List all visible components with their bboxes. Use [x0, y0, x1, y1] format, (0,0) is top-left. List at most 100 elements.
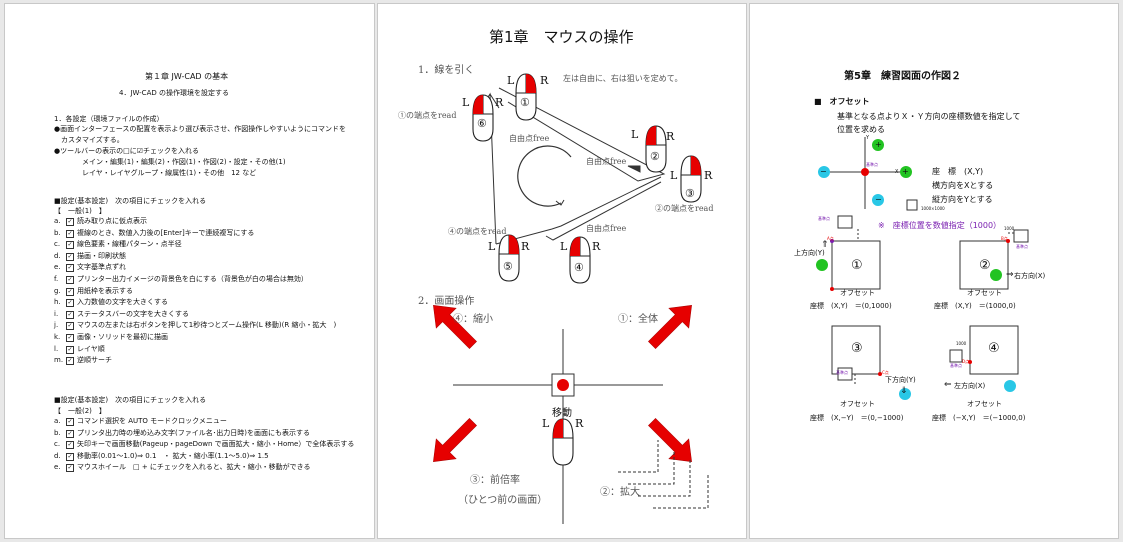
list-item-key: j.	[54, 321, 59, 330]
checkbox[interactable]: ✓	[66, 276, 74, 284]
left-direction-label: 左方向(X)	[954, 382, 986, 390]
op-prev-sub-label: （ひとつ前の画面）	[458, 495, 548, 506]
page-1: 第１章 JW-CAD の基本 4．JW-CAD の操作環境を設定する 1．各設定…	[4, 3, 375, 539]
checkbox[interactable]: ✓	[66, 418, 74, 426]
offset-diagram	[816, 137, 1029, 400]
list-item-text: 移動率(0.01～1.0)⇒ 0.1 ・ 拡大・縮小率(1.1～5.0)⇒ 1.…	[77, 451, 269, 460]
list-item-text: 画像・ソリッドを最初に描画	[77, 333, 168, 341]
mouse-4-icon	[570, 237, 590, 283]
base-label-q4: 基準点	[950, 363, 962, 368]
down-direction-label: 下方向(Y)	[885, 376, 916, 384]
checkbox[interactable]: ✓	[66, 229, 74, 238]
checkbox[interactable]: ✓	[66, 299, 74, 308]
checkbox[interactable]: ✓	[66, 310, 74, 319]
list-item-text: 読み取り点に仮点表示	[77, 217, 147, 225]
q2-dimension: 1000	[1004, 226, 1015, 231]
checkbox[interactable]: ✓	[66, 241, 74, 250]
list-item-key: b.	[54, 428, 61, 437]
label-read-1: ①の端点をread	[398, 111, 457, 120]
section1-line: レイヤ・レイヤグループ・線属性(1)・その他 12 など	[54, 169, 257, 177]
list-item-text: 逆順サーチ	[77, 356, 112, 365]
label-l: L	[488, 240, 496, 253]
label-read-4: ④の端点をread	[448, 227, 507, 236]
list-item-text: 矢印キーで画面移動(Pageup・pageDown で画面拡大・縮小・Home）…	[77, 440, 355, 449]
checkbox[interactable]: ✓	[66, 464, 74, 473]
desc-line-2: 位置を求める	[837, 125, 885, 134]
list-item-text: マウスホイール □ + にチェックを入れると、拡大・縮小・移動ができる	[77, 463, 311, 472]
list-item-text: ステータスバーの文字を大きくする	[77, 309, 189, 318]
list-item-key: g.	[54, 286, 61, 295]
mouse-3-number: ③	[685, 187, 695, 200]
list-item-key: d.	[54, 251, 61, 260]
offset-heading: ■ オフセット	[814, 97, 870, 106]
checkbox[interactable]: ✓	[66, 334, 74, 342]
mouse-5-number: ⑤	[503, 260, 513, 273]
x-axis-label: X	[895, 169, 899, 175]
label-free: 自由点free	[509, 134, 550, 143]
list-item-key: m.	[54, 356, 64, 365]
list-item-text: 文字基準点ずれ	[77, 263, 126, 272]
checkbox[interactable]: ✓	[66, 264, 74, 273]
list-item-text: 線色要素・線種パターン・点半径	[77, 240, 182, 249]
list-item-key: h.	[54, 298, 61, 307]
q3-coord: 座標 (X,−Y) ＝(0,−1000)	[810, 414, 904, 422]
list-item-key: e.	[54, 263, 61, 272]
label-l: L	[507, 74, 515, 87]
list-item-key: b.	[54, 228, 61, 237]
list-item-key: l.	[54, 344, 59, 353]
list-item-text: 複線のとき、数値入力後の[Enter]キーで連続複写にする	[77, 228, 255, 237]
d-point-label: D点	[962, 359, 970, 364]
plus-y: +	[875, 140, 882, 149]
label-l: L	[670, 169, 678, 182]
checkbox[interactable]: ✓	[66, 452, 74, 461]
right-arrow: ⇒	[1006, 270, 1014, 280]
checkbox[interactable]: ✓	[66, 357, 74, 366]
q1-coord: 座標 (X,Y) ＝(0,1000)	[810, 302, 892, 310]
list-item-text: 描画・印刷状態	[77, 251, 126, 260]
checkbox[interactable]: ✓	[66, 322, 74, 331]
general2-heading: ■設定(基本設定) 次の項目にチェックを入れる	[54, 396, 207, 404]
base-label-q2: 基準点	[1016, 244, 1028, 249]
q3-offset-label: オフセット	[840, 400, 875, 408]
mouse-2-icon	[646, 126, 666, 172]
section1-line: メイン・編集(1)・編集(2)・作図(1)・作図(2)・設定・その他(1)	[54, 158, 286, 166]
list-item-key: i.	[54, 309, 59, 318]
section1-line: ●ツールバーの表示の□に☑チェックを入れる	[54, 147, 199, 155]
q1-number: ①	[851, 258, 863, 273]
y-axis-label: Y	[866, 135, 870, 141]
chapter-title: 第1章 マウスの操作	[489, 28, 634, 46]
checkbox[interactable]: ✓	[66, 287, 74, 296]
q2-coord: 座標 (X,Y) ＝(1000,0)	[934, 302, 1016, 310]
op-zoom-label: ②：拡大	[600, 487, 640, 498]
checkbox[interactable]: ✓	[66, 441, 74, 450]
base-point-label: 基準点	[866, 162, 878, 167]
label-r: R	[495, 96, 504, 109]
base-label-q3: 基準点	[836, 370, 848, 375]
q3-number: ③	[851, 341, 863, 356]
checkbox[interactable]: ✓	[66, 429, 74, 438]
q4-dimension: 1000	[956, 341, 967, 346]
box-size-label: 1000×1000	[921, 206, 945, 211]
list-item-key: a.	[54, 217, 61, 225]
move-label: 移動	[552, 408, 572, 419]
q2-number: ②	[979, 258, 991, 273]
checkbox[interactable]: ✓	[66, 345, 74, 354]
mouse-2-number: ②	[650, 150, 660, 163]
label-l: L	[462, 96, 470, 109]
checkbox[interactable]: ✓	[66, 218, 74, 226]
up-arrow: ⇑	[821, 240, 829, 250]
list-item-key: d.	[54, 451, 61, 460]
q1-offset-label: オフセット	[840, 289, 875, 297]
list-item-key: a.	[54, 417, 61, 425]
list-item-key: c.	[54, 240, 61, 249]
plus-x: +	[902, 167, 909, 176]
checkbox[interactable]: ✓	[66, 252, 74, 261]
b-point-label: B点	[1001, 236, 1008, 241]
list-item-key: k.	[54, 333, 61, 341]
left-arrow: ⇐	[944, 380, 952, 390]
up-direction-label: 上方向(Y)	[794, 249, 825, 257]
label-r: R	[704, 169, 713, 182]
page-2: 第1章 マウスの操作 1．線を引く 左は自由に、右は狙いを定めて。 L R ① …	[377, 3, 747, 539]
general1-tab: 【 一般(1) 】	[54, 207, 106, 215]
mouse-5-icon	[499, 235, 519, 281]
